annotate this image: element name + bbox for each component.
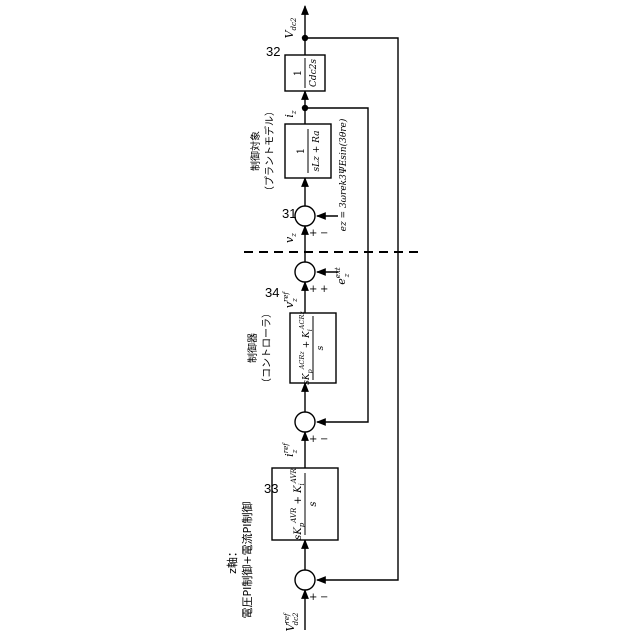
axis-caption: z軸： 電圧PI制御+電流PI制御 [225,502,254,619]
svg-text:eextz: eextz [334,267,351,285]
acr-title: 制御器 （コントローラ） [246,308,273,388]
vz-ref-label: vrefz [282,290,299,308]
sum4-plus-sign: + [309,228,317,239]
avr-block: sKpAVR + KiAVR s [272,467,338,540]
plant-title-line2: （プラントモデル） [263,106,276,196]
sum-junction-ext [295,262,315,282]
sum2-minus-sign: − [320,434,328,445]
plant-numerator: 1 [296,148,307,154]
plant-title: 制御対象 （プラントモデル） [249,106,276,196]
acr-title-line2: （コントローラ） [261,308,273,388]
cap-block: 1 Cdc2s [285,55,325,91]
sum3-plus-sign: + [309,284,317,295]
svg-text:vrefz: vrefz [282,290,299,308]
sum1-minus-sign: − [320,592,328,603]
plant-denominator: sLz + Ra [312,131,322,172]
cap-denominator: Cdc2s [309,59,319,87]
svg-text:vz: vz [283,233,298,243]
junction-dot-iz [302,105,308,111]
plant-title-line1: 制御対象 [249,131,262,171]
svg-text:irefz: irefz [282,442,299,457]
axis-caption-line1: z軸： [225,546,239,574]
sum3-plus-sign-2: + [320,284,328,295]
acr-tag: 34 [265,285,279,300]
acr-denominator: s [316,345,326,350]
output-label: Vdc2 [283,17,298,38]
iz-label: iz [283,110,298,118]
acr-block: sKpACRz + KiACRz s [290,311,336,385]
sum1-plus-sign: + [309,592,317,603]
avr-tag: 33 [264,481,278,496]
sum4-minus-sign: − [320,228,328,239]
plant-block: 1 sLz + Ra [285,124,331,178]
axis-caption-line2: 電圧PI制御+電流PI制御 [240,502,254,619]
sum-junction-ez [295,206,315,226]
vz-label: vz [283,233,298,243]
sum-junction-current [295,412,315,432]
ref-input-label: Vrefdc2 [283,612,300,631]
acr-title-line1: 制御器 [246,333,259,363]
svg-text:Vdc2: Vdc2 [283,17,298,38]
sum2-plus-sign: + [309,434,317,445]
svg-text:Vrefdc2: Vrefdc2 [283,612,300,631]
svg-text:iz: iz [283,110,298,118]
cap-tag: 32 [266,44,280,59]
avr-denominator: s [308,501,319,506]
ez-equation-label: ez = 3ωrek3ΨEsin(3θre) [338,118,349,231]
ez-ext-label: eextz [334,267,351,285]
sum-junction-voltage [295,570,315,590]
iz-ref-label: irefz [282,442,299,457]
ez-equation: ez = 3ωrek3ΨEsin(3θre) [338,118,349,231]
junction-dot-vdc [302,35,308,41]
plant-tag: 31 [282,206,296,221]
cap-numerator: 1 [293,70,304,76]
